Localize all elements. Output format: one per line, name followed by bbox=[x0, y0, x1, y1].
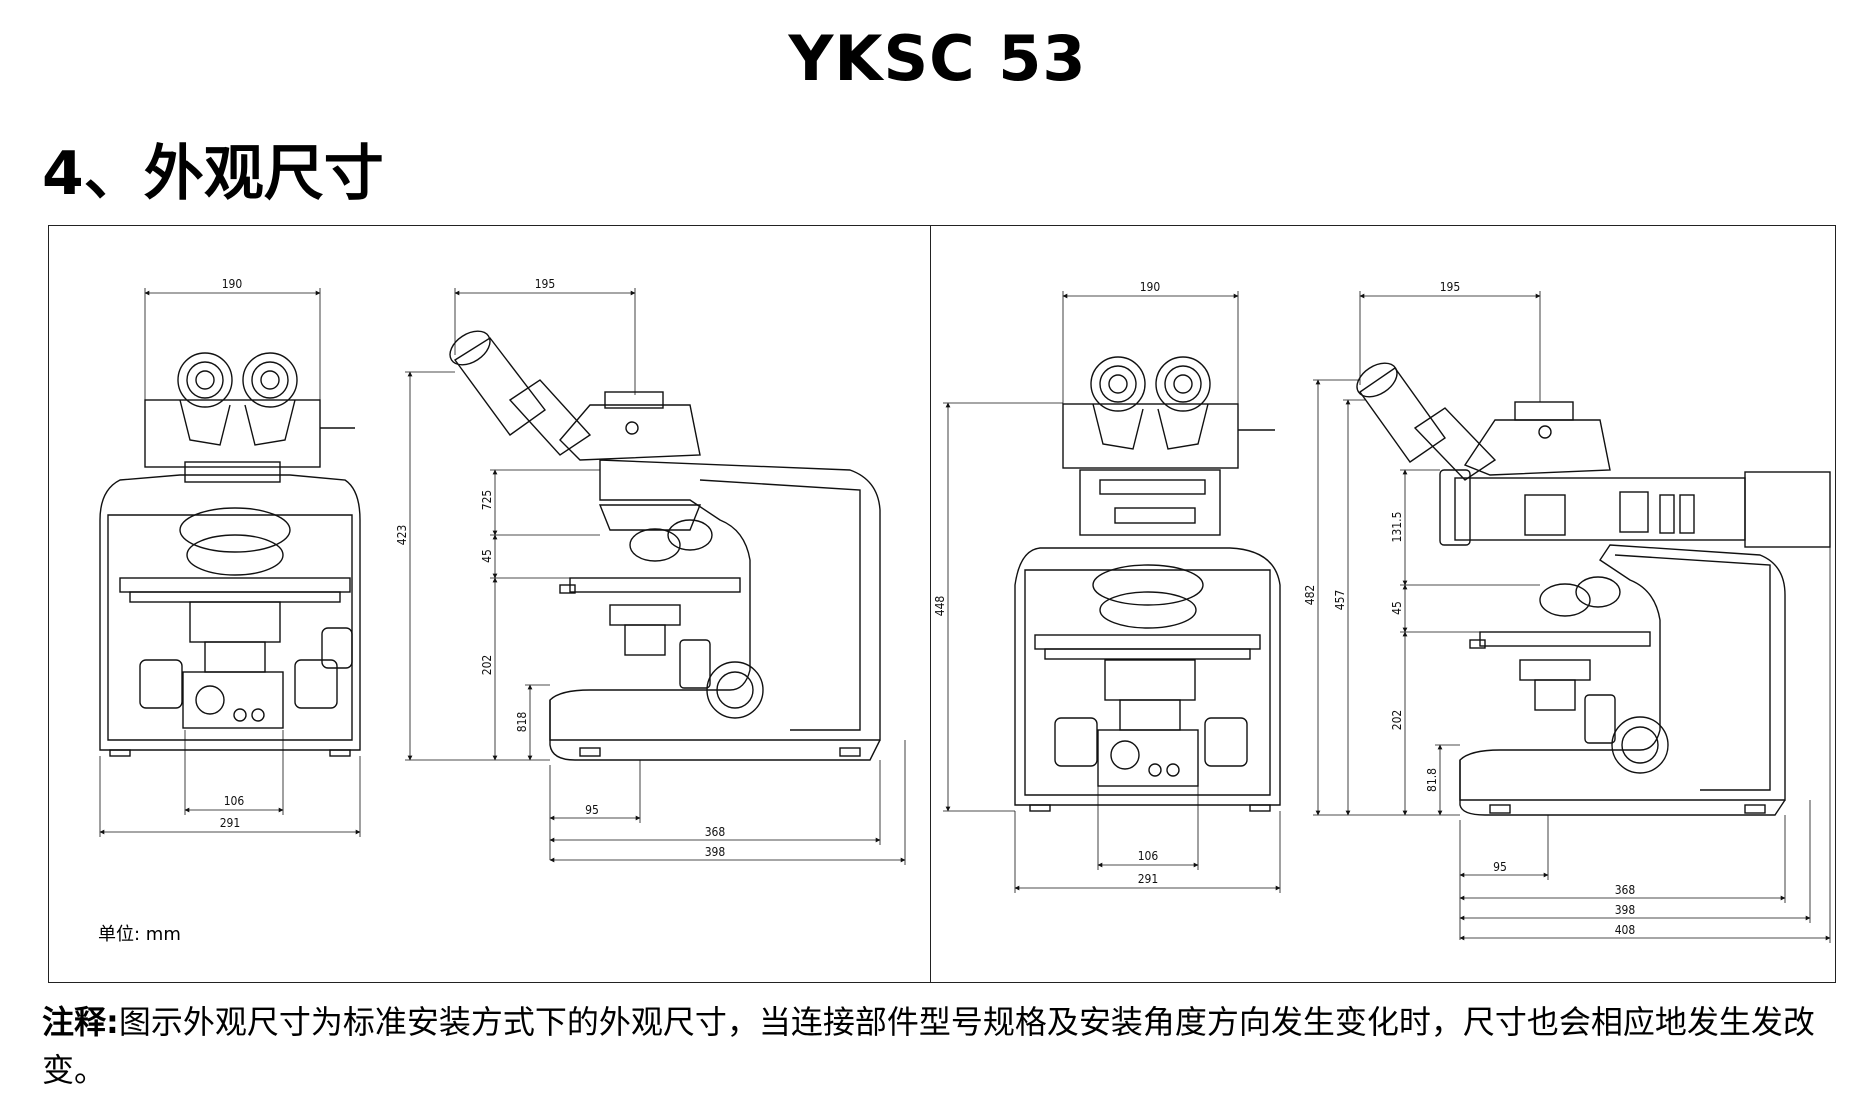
note: 注释:图示外观尺寸为标准安装方式下的外观尺寸，当连接部件型号规格及安装角度方向发… bbox=[42, 998, 1842, 1094]
dim-right-side-d: 81.8 bbox=[1425, 768, 1439, 792]
dim-left-side-a: 725 bbox=[480, 490, 494, 511]
dim-right-side-total: 482 bbox=[1303, 585, 1317, 606]
dim-right-side-base-b: 368 bbox=[1615, 883, 1636, 897]
dim-right-front-width: 190 bbox=[1140, 280, 1161, 294]
document-title: YKSC 53 bbox=[788, 22, 1087, 95]
dim-left-side-base-b: 368 bbox=[705, 825, 726, 839]
dim-left-front-base-inner: 106 bbox=[224, 794, 245, 808]
section-heading: 4、外观尺寸 bbox=[42, 139, 384, 209]
drawing-frame bbox=[48, 225, 1836, 983]
dim-right-side-base-a: 95 bbox=[1493, 860, 1507, 874]
dim-left-side-total: 423 bbox=[395, 525, 409, 546]
dim-left-side-base-a: 95 bbox=[585, 803, 599, 817]
drawing-divider bbox=[930, 225, 931, 983]
dim-left-side-b: 45 bbox=[480, 549, 494, 563]
left-side-view bbox=[449, 330, 881, 761]
dim-right-side-b: 45 bbox=[1390, 601, 1404, 615]
dim-right-side-top: 195 bbox=[1440, 280, 1461, 294]
unit-label: 单位: mm bbox=[98, 924, 181, 945]
note-label: 注释: bbox=[42, 1003, 119, 1041]
dim-right-side-sub: 457 bbox=[1333, 590, 1347, 611]
dim-right-front-base-outer: 291 bbox=[1138, 872, 1159, 886]
left-front-view bbox=[99, 352, 361, 757]
dim-right-side-c: 202 bbox=[1390, 710, 1404, 731]
dim-right-side-a: 131.5 bbox=[1390, 512, 1404, 543]
right-side-view bbox=[1356, 362, 1831, 816]
dim-left-front-width: 190 bbox=[222, 277, 243, 291]
dim-left-side-c: 202 bbox=[480, 655, 494, 676]
dim-left-side-base-c: 398 bbox=[705, 845, 726, 859]
dim-left-front-base-outer: 291 bbox=[220, 816, 241, 830]
note-text: 图示外观尺寸为标准安装方式下的外观尺寸，当连接部件型号规格及安装角度方向发生变化… bbox=[42, 1003, 1815, 1089]
dim-right-front-total: 448 bbox=[933, 596, 947, 617]
right-front-view bbox=[1014, 356, 1281, 812]
dim-right-side-base-d: 408 bbox=[1615, 923, 1636, 937]
dim-left-side-top: 195 bbox=[535, 277, 556, 291]
dim-right-side-base-c: 398 bbox=[1615, 903, 1636, 917]
dim-left-side-d: 818 bbox=[515, 712, 529, 733]
dim-right-front-base-inner: 106 bbox=[1138, 849, 1159, 863]
